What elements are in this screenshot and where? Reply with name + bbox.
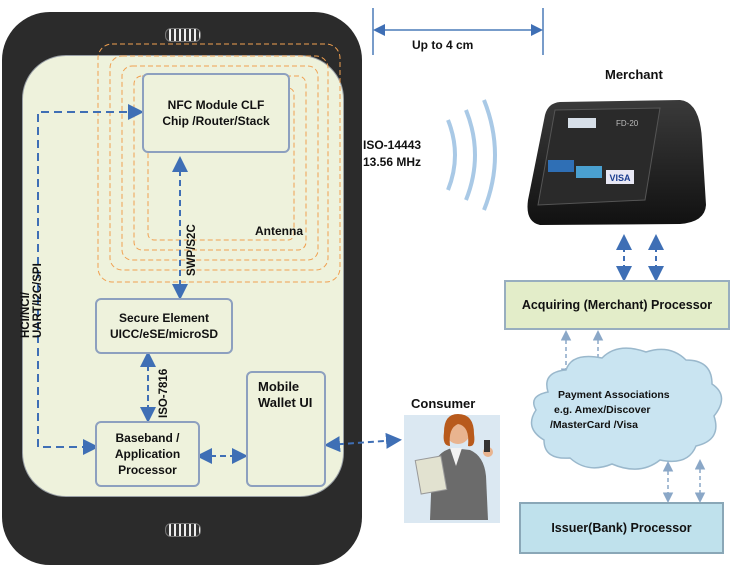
- iso-freq-line1: ISO-14443: [363, 138, 422, 152]
- baseband-box: Baseband / Application Processor: [95, 421, 200, 487]
- wallet-line1: Mobile: [258, 379, 300, 394]
- terminal-model-text: FD-20: [616, 119, 639, 128]
- payment-line2: e.g. Amex/Discover: [554, 404, 651, 416]
- secure-element-line1: Secure Element: [118, 311, 210, 325]
- nfc-module-line2: Chip /Router/Stack: [162, 114, 270, 128]
- wallet-line2: Wallet UI: [258, 395, 313, 410]
- nfc-module-box: NFC Module CLF Chip /Router/Stack: [142, 73, 290, 153]
- iso-freq-line2: 13.56 MHz: [363, 155, 422, 169]
- swp-label: SWP/S2C: [186, 224, 198, 276]
- baseband-line1: Baseband /: [115, 431, 180, 445]
- consumer-label: Consumer: [411, 396, 476, 411]
- issuer-processor-label: Issuer(Bank) Processor: [551, 521, 692, 535]
- hci-label: HCI/NCI/ UART/I2C/SPI: [20, 263, 44, 338]
- payment-line1: Payment Associations: [558, 389, 670, 401]
- distance-label: Up to 4 cm: [412, 38, 474, 52]
- acquiring-processor-label: Acquiring (Merchant) Processor: [521, 298, 713, 312]
- issuer-processor-box: Issuer(Bank) Processor: [519, 502, 724, 554]
- merchant-terminal: VISA FD-20: [527, 100, 706, 225]
- consumer-figure: [404, 414, 500, 523]
- nfc-module-line1: NFC Module CLF: [167, 98, 265, 112]
- baseband-line2: Application: [114, 447, 181, 461]
- mobile-wallet-box: Mobile Wallet UI: [246, 371, 326, 487]
- phone-speaker-top: [165, 28, 201, 42]
- wallet-consumer-link: [324, 432, 402, 453]
- secure-element-box: Secure Element UICC/eSE/microSD: [95, 298, 233, 354]
- antenna-label: Antenna: [255, 224, 303, 238]
- merchant-label: Merchant: [605, 67, 663, 82]
- hci-link: [37, 104, 144, 455]
- iso7816-label: ISO-7816: [158, 368, 170, 418]
- phone-speaker-bottom: [165, 523, 201, 537]
- svg-text:VISA: VISA: [609, 173, 631, 183]
- secure-element-line2: UICC/eSE/microSD: [109, 327, 219, 341]
- acquiring-processor-box: Acquiring (Merchant) Processor: [504, 280, 730, 330]
- payment-associations-text: Payment Associations e.g. Amex/Discover …: [550, 388, 710, 433]
- baseband-line3: Processor: [118, 463, 177, 477]
- payment-line3: /MasterCard /Visa: [550, 419, 638, 431]
- rf-waves: [446, 99, 497, 211]
- payment-cloud: [530, 347, 723, 470]
